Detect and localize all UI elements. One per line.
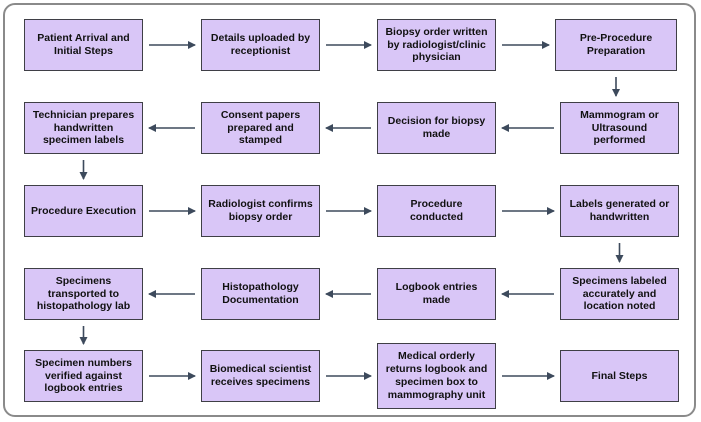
node-specimen-numbers-verified: Specimen numbers verified against logboo… [24, 350, 143, 402]
node-biomedical-scientist: Biomedical scientist receives specimens [201, 350, 320, 402]
node-patient-arrival: Patient Arrival and Initial Steps [24, 19, 143, 71]
node-procedure-execution: Procedure Execution [24, 185, 143, 237]
node-consent-papers: Consent papers prepared and stamped [201, 102, 320, 154]
node-procedure-conducted: Procedure conducted [377, 185, 496, 237]
node-medical-orderly: Medical orderly returns logbook and spec… [377, 343, 496, 409]
node-final-steps: Final Steps [560, 350, 679, 402]
node-details-uploaded: Details uploaded by receptionist [201, 19, 320, 71]
node-specimens-transported: Specimens transported to histopathology … [24, 268, 143, 320]
node-specimens-labeled: Specimens labeled accurately and locatio… [560, 268, 679, 320]
node-decision-biopsy: Decision for biopsy made [377, 102, 496, 154]
node-labels-generated: Labels generated or handwritten [560, 185, 679, 237]
node-logbook-entries: Logbook entries made [377, 268, 496, 320]
node-radiologist-confirms: Radiologist confirms biopsy order [201, 185, 320, 237]
node-technician-labels: Technician prepares handwritten specimen… [24, 102, 143, 154]
node-pre-procedure: Pre-Procedure Preparation [555, 19, 677, 71]
node-biopsy-order-written: Biopsy order written by radiologist/clin… [377, 19, 496, 71]
node-histopathology-docs: Histopathology Documentation [201, 268, 320, 320]
node-mammogram-ultrasound: Mammogram or Ultrasound performed [560, 102, 679, 154]
